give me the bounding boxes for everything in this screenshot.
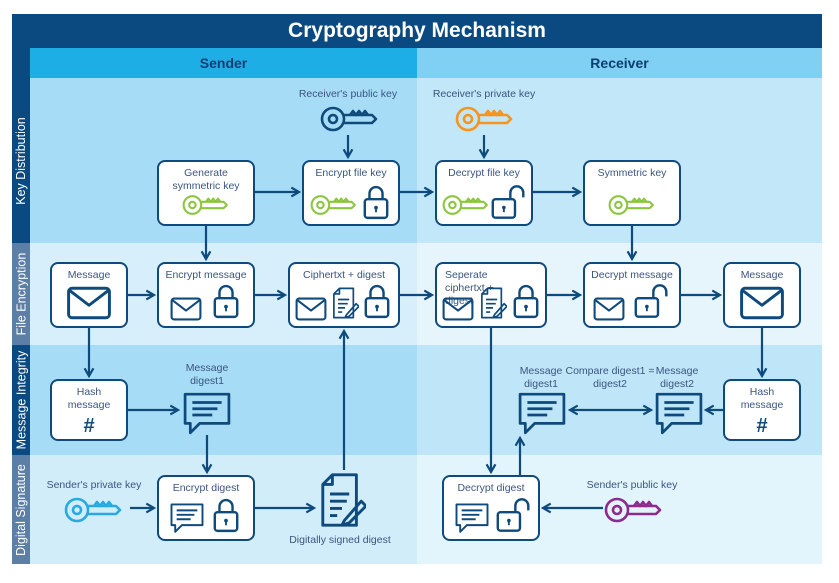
lane-header-sender: Sender — [30, 48, 417, 78]
row-label-text: File Encryption — [14, 252, 28, 336]
separate-box: Seperate ciphertxt + digest — [435, 262, 547, 328]
row-label-file-encryption: File Encryption — [12, 243, 30, 345]
decrypt-digest-box: Decrypt digest — [442, 475, 540, 541]
signed-digest-label: Digitally signed digest — [289, 534, 391, 546]
sender-public-key-label: Sender's public key — [586, 479, 678, 491]
encrypt-file-key-box: Encrypt file key — [302, 160, 400, 226]
receiver-private-key-label: Receiver's private key — [432, 88, 536, 100]
hash-receiver-box: Hash message — [723, 379, 801, 441]
receiver-public-key-label: Receiver's public key — [298, 88, 398, 100]
digest2-label: Message digest2 — [655, 365, 699, 390]
row-label-message-integrity: Message Integrity — [12, 345, 30, 455]
symmetric-key-box: Symmetric key — [583, 160, 681, 226]
message-sender-box: Message — [50, 262, 128, 328]
encrypt-digest-box: Encrypt digest — [157, 475, 255, 541]
row-label-digital-signature: Digital Signature — [12, 455, 30, 564]
row-label-text: Digital Signature — [14, 463, 28, 556]
generate-key-box: Generate symmetric key — [157, 160, 255, 226]
hash-sender-box: Hash message — [50, 379, 128, 441]
row-label-text: Key Distribution — [14, 116, 29, 205]
row-label-text: Message Integrity — [14, 350, 29, 450]
lane-header-receiver: Receiver — [417, 48, 822, 78]
compare-label: Compare digest1 = digest2 — [565, 365, 655, 390]
row-label-key-distribution: Key Distribution — [12, 78, 30, 243]
decrypt-message-box: Decrypt message — [583, 262, 681, 328]
diagram-title: Cryptography Mechanism — [288, 19, 546, 42]
decrypt-file-key-box: Decrypt file key — [435, 160, 533, 226]
sender-private-key-label: Sender's private key — [46, 479, 142, 491]
message-receiver-box: Message — [723, 262, 801, 328]
encrypt-message-box: Encrypt message — [157, 262, 255, 328]
ciphertext-digest-box: Ciphertxt + digest — [288, 262, 400, 328]
digest1-sender-label: Message digest1 — [185, 362, 229, 387]
digest1-receiver-label: Message digest1 — [519, 365, 563, 390]
